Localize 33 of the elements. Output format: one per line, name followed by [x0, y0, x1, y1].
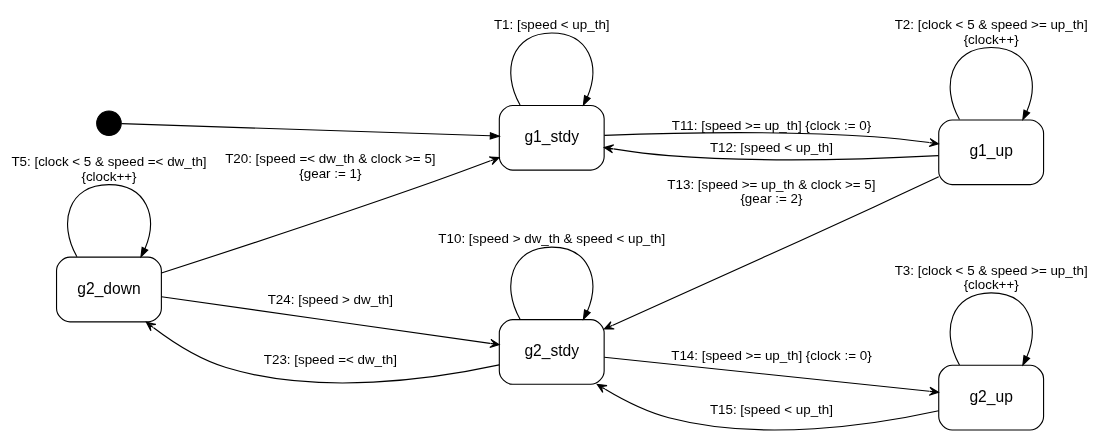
arrow: [603, 143, 940, 160]
node-box: g2_down: [56, 256, 162, 322]
edge-label: T11: [speed >= up_th] {clock := 0}: [671, 117, 872, 133]
node-box: g2_stdy: [498, 318, 605, 385]
edge-label: T24: [speed > dw_th]: [267, 291, 393, 307]
arrow: [67, 183, 151, 258]
arrow: [949, 291, 1033, 366]
arrow: [603, 131, 940, 147]
edge-label: T15: [speed < up_th]: [709, 401, 833, 417]
arrow: [603, 356, 939, 396]
edge-label: T23: [speed =< dw_th]: [263, 351, 397, 367]
arrow: [596, 383, 940, 430]
edge-label: T20: [speed =< dw_th & clock >= 5] {gear := 1}: [225, 150, 436, 180]
arrow: [145, 321, 500, 383]
edge-label: T10: [speed > dw_th & speed < up_th]: [438, 230, 666, 246]
arrow: [510, 31, 594, 107]
node-box: g1_stdy: [498, 104, 605, 171]
edge-label: T12: [speed < up_th]: [709, 139, 833, 155]
node-circle: [96, 109, 122, 136]
arrow: [160, 295, 500, 348]
arrow: [949, 46, 1033, 121]
node-box: g2_up: [938, 364, 1045, 431]
node-box: g1_up: [938, 118, 1045, 185]
edge-label: T13: [speed >= up_th & clock >= 5] {gear := 2}: [667, 176, 876, 206]
edge-label: T3: [clock < 5 & speed >= up_th] {clock++}: [894, 262, 1088, 292]
edge-label: T2: [clock < 5 & speed >= up_th] {clock++}: [894, 16, 1088, 47]
arrow: [510, 246, 594, 321]
arrow: [603, 175, 940, 330]
arrow: [160, 155, 500, 274]
edge-label: T5: [clock < 5 & speed =< dw_th] {clock++}: [11, 153, 207, 184]
edge-label: T14: [speed >= up_th] {clock := 0}: [671, 347, 872, 363]
edge-label: T1: [speed < up_th]: [493, 16, 610, 32]
arrow: [120, 122, 501, 140]
